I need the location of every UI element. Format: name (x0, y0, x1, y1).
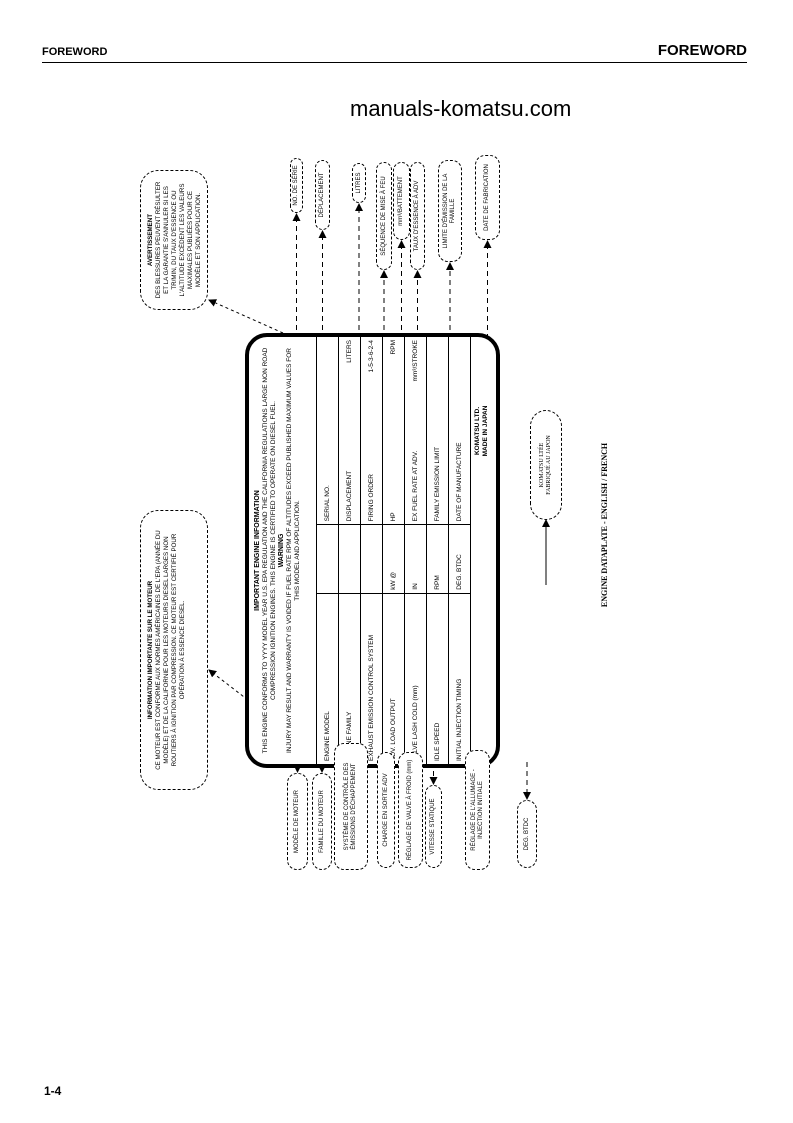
warning-french-title: AVERTISSEMENT (147, 213, 154, 267)
plate-cell (426, 337, 449, 423)
plate-cell: kW @ (382, 524, 405, 594)
plate-cell: INITIAL INJECTION TIMING (448, 593, 471, 764)
plate-row: ENGINE MODEL SERIAL NO. (317, 337, 339, 764)
plate-cell: HP (382, 422, 405, 525)
callout-label: DEG. BTDC (517, 800, 537, 868)
maker-french-line2: FABRIQUÉ AU JAPON (546, 435, 552, 495)
plate-cell: 1-5-3-6-2-4 (360, 337, 383, 423)
figure-caption: ENGINE DATAPLATE - ENGLISH / FRENCH (600, 442, 609, 608)
engine-dataplate: IMPORTANT ENGINE INFORMATION THIS ENGINE… (245, 333, 500, 768)
maker-french-callout: KOMATSU LTÉE FABRIQUÉ AU JAPON (530, 410, 562, 520)
leader-lines (208, 203, 550, 800)
engine-dataplate-diagram: AVERTISSEMENT DES BLESSURES PEUVENT RÉSU… (110, 145, 640, 905)
callout-label: DATE DE FABRICATION (475, 155, 500, 240)
plate-cell (360, 524, 383, 594)
plate-warning: INJURY MAY RESULT AND WARRANTY IS VOIDED… (286, 348, 302, 753)
plate-cell: IDLE SPEED (426, 593, 449, 764)
plate-cell: SERIAL NO. (317, 422, 339, 525)
plate-cell: ENGINE FAMILY (338, 593, 361, 764)
header-section-right: FOREWORD (657, 42, 747, 59)
callout-label: LIMITE D'ÉMISSION DE LA FAMILLE (438, 160, 462, 262)
callout-label: MODÈLE DE MOTEUR (287, 773, 308, 870)
callout-label: VITESSE STATIQUE (425, 785, 442, 868)
plate-conformity: THIS ENGINE CONFORMS TO YYYY MODEL YEAR … (262, 347, 278, 754)
plate-maker: KOMATSU LTD. MADE IN JAPAN (471, 337, 493, 525)
callout-label: SYSTÈME DE CONTRÔLE DES ÉMISSIONS D'ÉCHA… (334, 743, 368, 870)
plate-cell: mm³/STROKE (404, 337, 427, 423)
callout-label: CHARGE EN SORTIE ADV (377, 752, 395, 868)
plate-cell: DEG. BTDC (448, 524, 471, 594)
header-divider (42, 62, 747, 63)
plate-cell (317, 337, 339, 423)
plate-title: IMPORTANT ENGINE INFORMATION (254, 490, 261, 611)
plate-cell: RPM (382, 337, 405, 423)
plate-cell: EX FUEL RATE AT ADV. (404, 422, 427, 525)
callout-label: RÉGLAGE DE L'ALLUMAGE - INJECTION INITIA… (465, 750, 490, 870)
plate-cell: DATE OF MANUFACTURE (448, 422, 471, 525)
warning-french-block: AVERTISSEMENT DES BLESSURES PEUVENT RÉSU… (140, 170, 208, 310)
watermark: manuals-komatsu.com (350, 96, 572, 121)
leader-arrow (208, 299, 284, 334)
callout-label: RÉGLAGE DE VALVE À FROID (mm) (398, 752, 423, 868)
plate-cell (317, 524, 339, 594)
plate-cell (448, 337, 471, 423)
made-in: MADE IN JAPAN (481, 405, 489, 457)
plate-cell: ENGINE MODEL (317, 593, 339, 764)
plate-cell: FAMILY EMISSION LIMIT (426, 422, 449, 525)
header-section-left: FOREWORD (42, 46, 108, 58)
plate-cell: LITERS (338, 337, 361, 423)
callout-label: DÉPLACEMENT (315, 160, 330, 230)
callout-label: SÉQUENCE DE MISE À FEU (376, 162, 392, 270)
plate-cell: VALVE LASH COLD (mm) (404, 593, 427, 764)
plate-cell: RPM (426, 524, 449, 594)
plate-cell: DISPLACEMENT (338, 422, 361, 525)
leader-arrow (208, 669, 249, 701)
plate-cell: IN (404, 524, 427, 594)
plate-row: EXHAUST EMISSION CONTROL SYSTEM FIRING OR… (360, 337, 383, 764)
maker-name: KOMATSU LTD. (473, 406, 481, 456)
plate-cell: EXHAUST EMISSION CONTROL SYSTEM (360, 593, 383, 764)
warning-french-text: DES BLESSURES PEUVENT RÉSULTER ET LA GAR… (155, 181, 203, 299)
maker-french-line1: KOMATSU LTÉE (539, 442, 546, 488)
callout-label: mm³/BATTEMENT (393, 162, 410, 240)
plate-cell (338, 524, 361, 594)
info-french-block: INFORMATION IMPORTANTE SUR LE MOTEUR CE … (140, 510, 208, 790)
info-french-text: CE MOTEUR EST CONFORME AUX NORMES AMÉRIC… (155, 530, 187, 770)
plate-cell: FIRING ORDER (360, 422, 383, 525)
callout-label: FAMILLE DU MOTEUR (312, 773, 332, 870)
callout-label: NO. DE SÉRIE (290, 158, 303, 213)
info-french-title: INFORMATION IMPORTANTE SUR LE MOTEUR (147, 580, 154, 720)
plate-warning-title: WARNING (277, 533, 285, 568)
callout-label: LITRES (352, 163, 366, 203)
callout-label: TAUX D'ESSENCE À ADV (410, 162, 425, 270)
plate-cell: ADV. LOAD OUTPUT (382, 593, 405, 764)
plate-table: ENGINE MODEL SERIAL NO. ENGINE FAMILY DISPL… (317, 337, 492, 764)
page-number: 1-4 (44, 1084, 62, 1098)
